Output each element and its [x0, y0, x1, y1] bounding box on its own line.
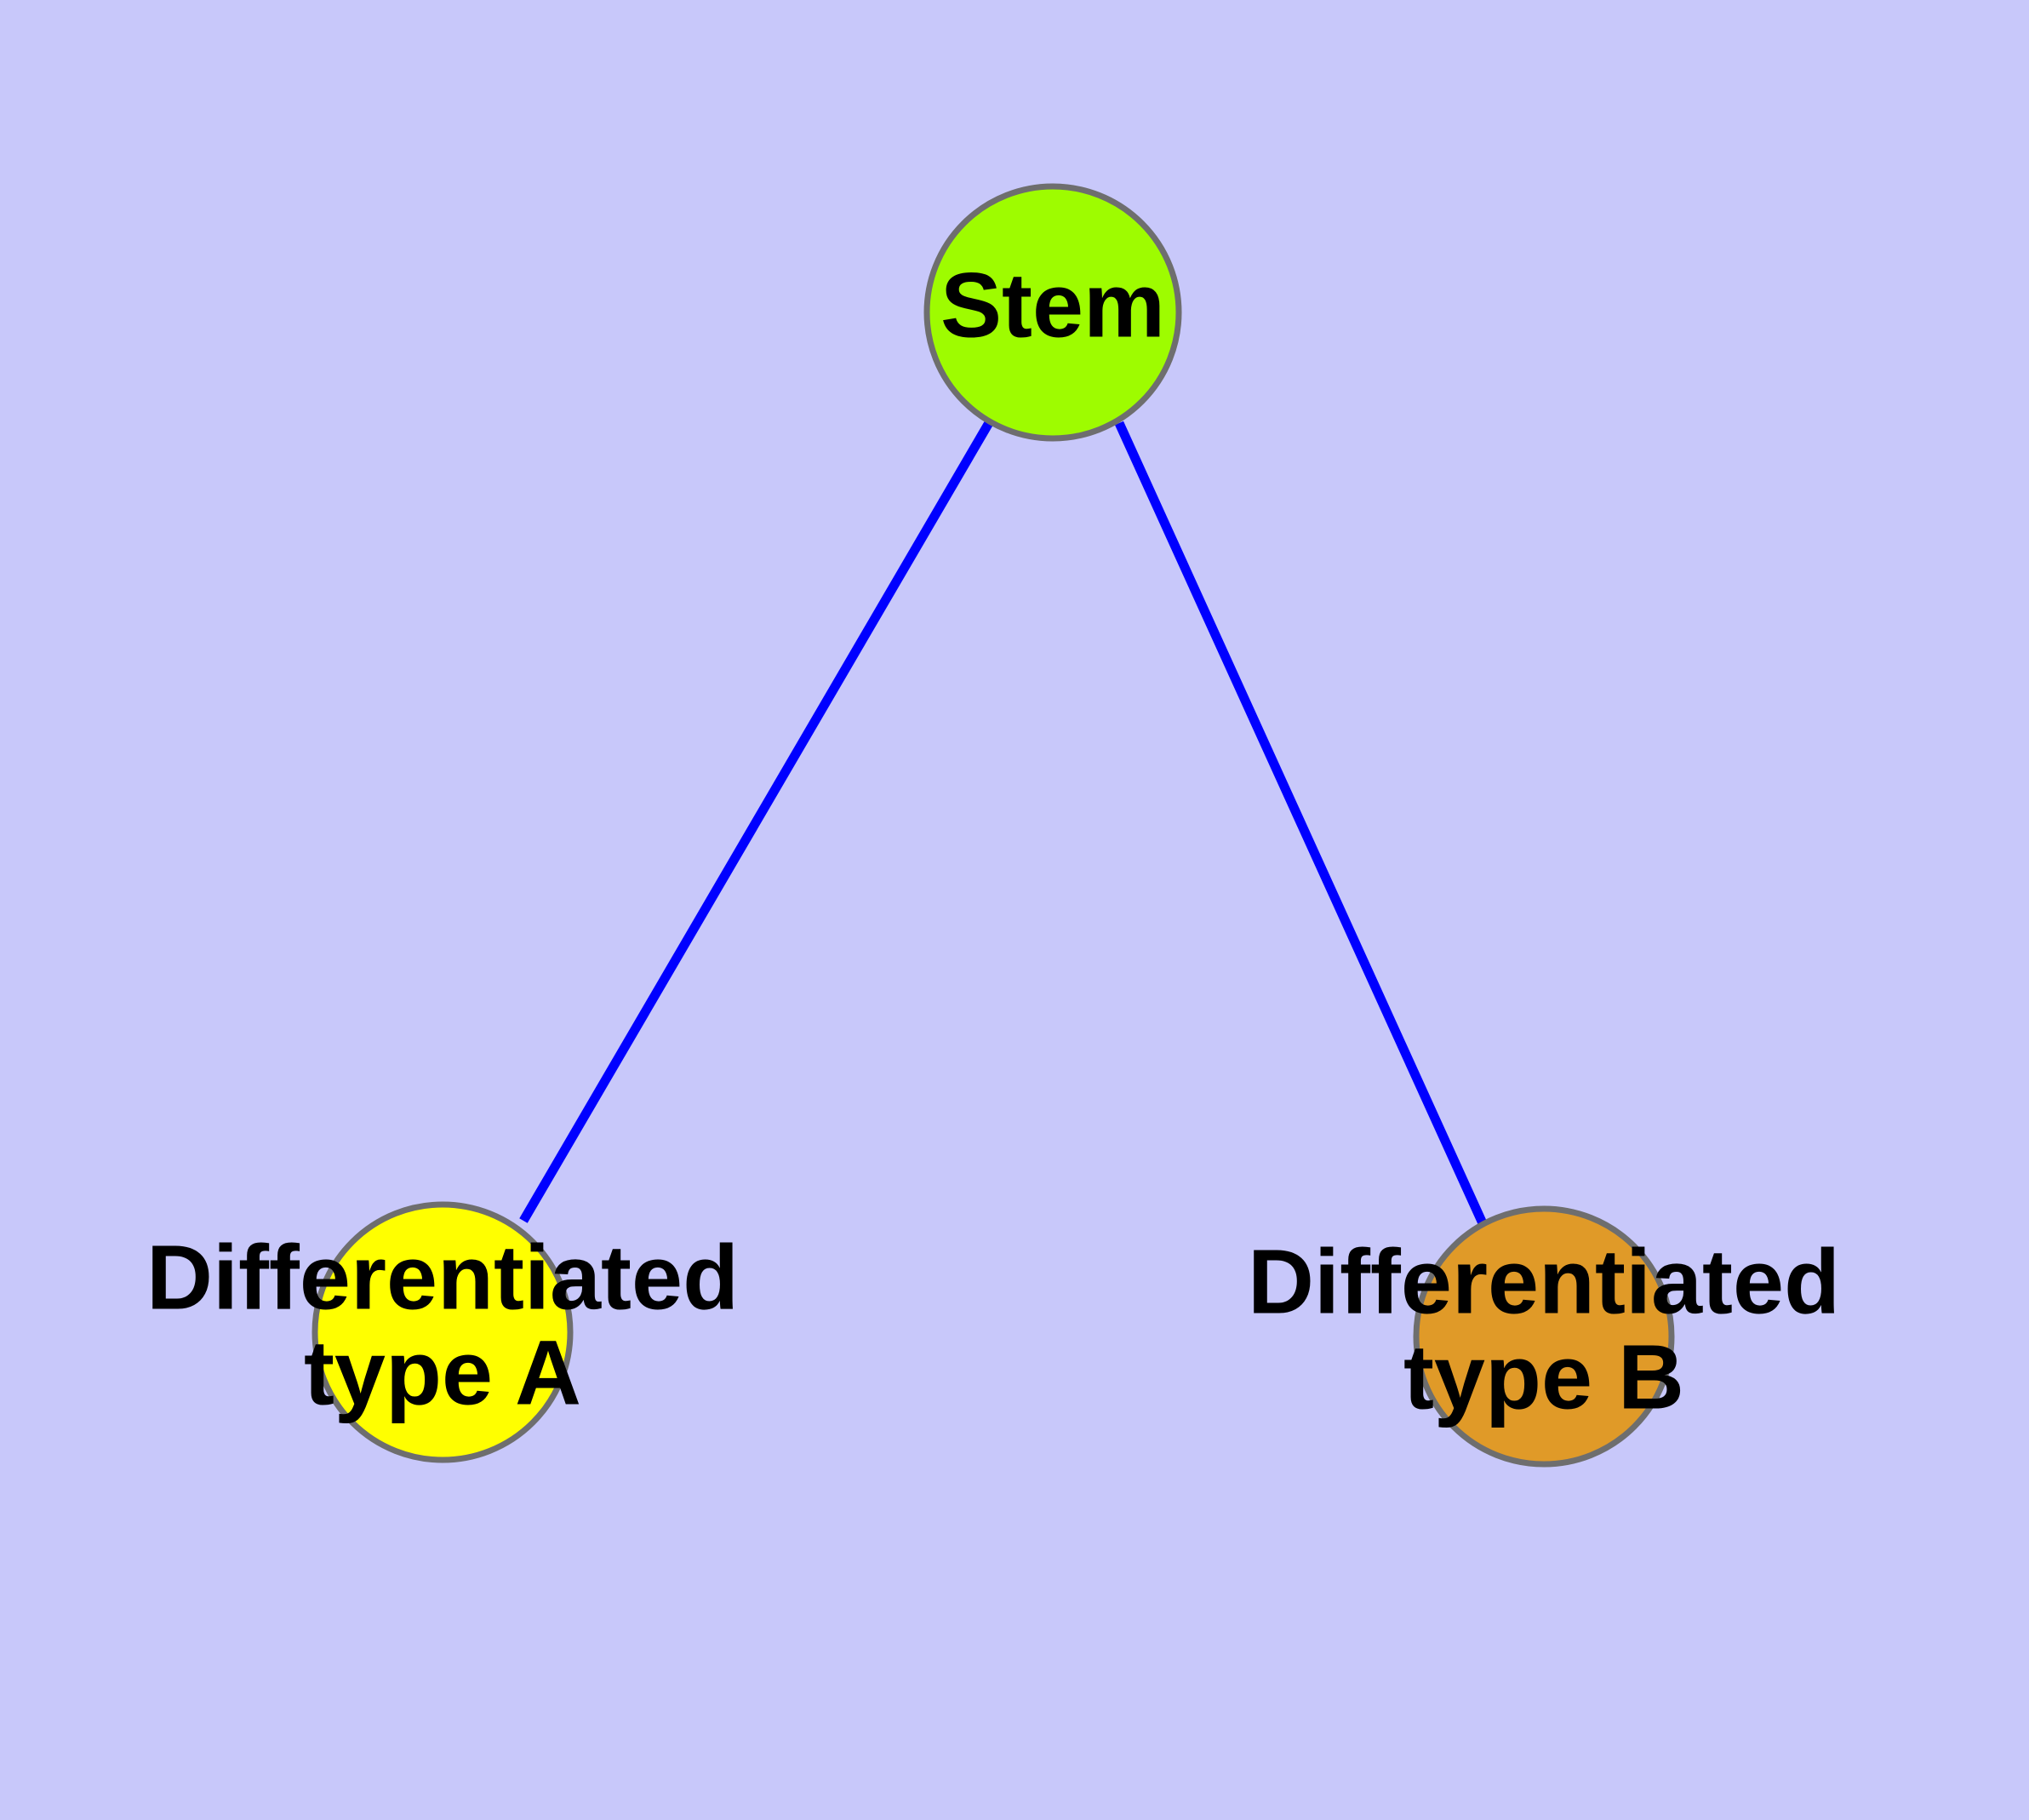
node-label-stem: Stem [940, 254, 1165, 357]
node-label-diff_b: Differentiated [1248, 1229, 1840, 1332]
node-circle-stem[interactable] [923, 183, 1182, 442]
node-label-diff_b: type B [1403, 1325, 1684, 1428]
edge-layer [519, 419, 1488, 1226]
graph-edge-stem-to-diff-b [1114, 421, 1488, 1226]
graph-edge-stem-to-diff-a [519, 419, 994, 1223]
node-circle-diff_a[interactable] [311, 1201, 574, 1463]
node-circle-diff_b[interactable] [1413, 1205, 1675, 1468]
node-label-diff_a: type A [304, 1321, 581, 1424]
node-label-diff_a: Differentiated [146, 1225, 739, 1328]
graph-node-stem[interactable]: Stem [923, 183, 1182, 442]
